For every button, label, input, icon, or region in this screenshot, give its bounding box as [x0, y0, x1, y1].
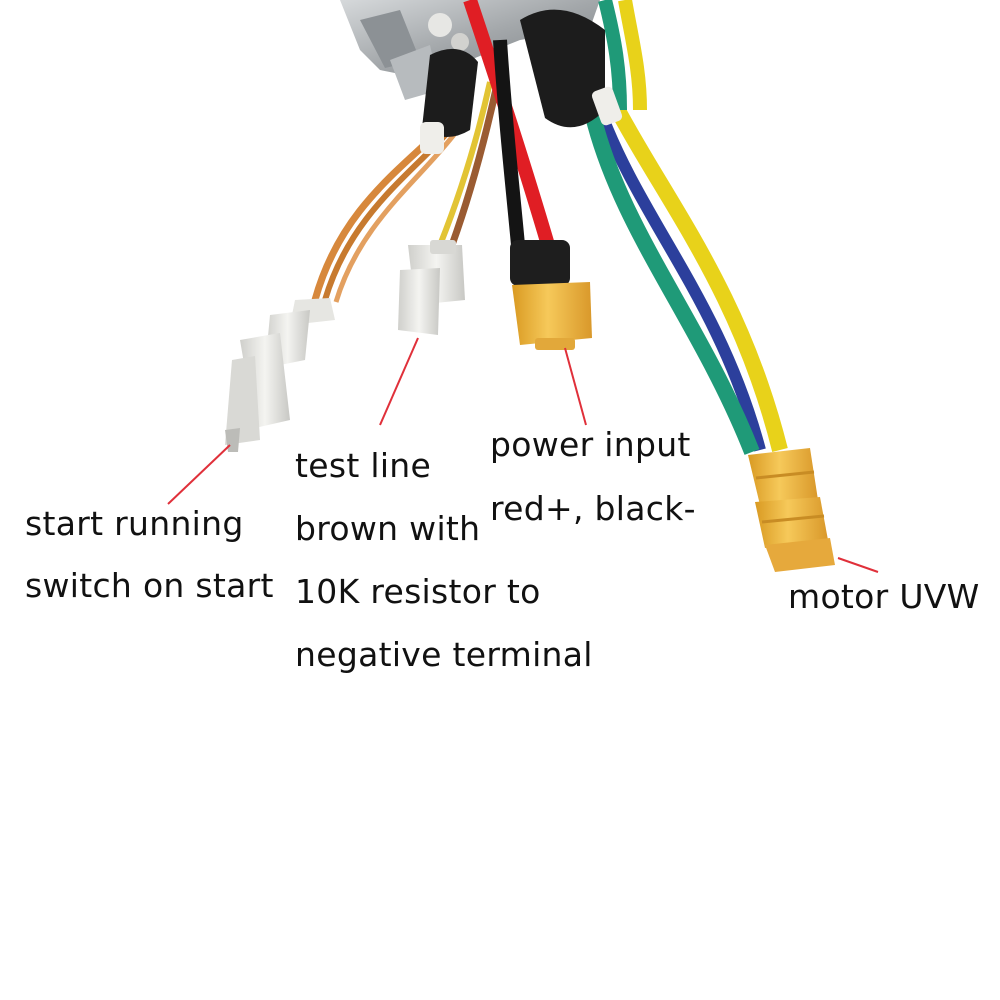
label-start-running-line1: start running: [25, 504, 244, 543]
label-test-line-line3: 10K resistor to: [295, 572, 541, 611]
pointer-test-line: [379, 337, 419, 426]
test-line-wires: [437, 79, 502, 247]
black-sleeves: [420, 9, 623, 154]
label-power-input-line2: red+, black-: [490, 489, 696, 528]
pointer-motor-uvw: [837, 557, 879, 573]
label-test-line-line1: test line: [295, 446, 432, 485]
label-test-line-line2: brown with: [295, 509, 481, 548]
label-motor-uvw: motor UVW: [788, 577, 980, 616]
pointer-power-input: [564, 347, 587, 426]
power-wires: [463, 0, 555, 247]
label-start-running-line2: switch on start: [25, 566, 274, 605]
label-power-input-line1: power input: [490, 425, 691, 464]
jst-start-connector-icon: [225, 298, 335, 452]
mr30-motor-connector-icon: [748, 448, 835, 572]
xt60-power-connector-icon: [510, 240, 592, 350]
pointer-start-running: [167, 444, 231, 505]
motor-phase-wires: [584, 0, 788, 455]
test-line-connector-icon: [398, 240, 465, 335]
label-test-line-line4: negative terminal: [295, 635, 593, 674]
pointer-lines: [167, 337, 879, 573]
